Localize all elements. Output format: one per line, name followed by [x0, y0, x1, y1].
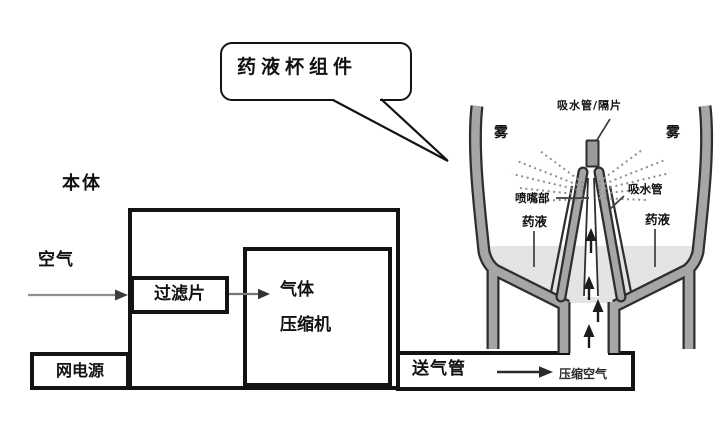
filter-label: 过滤片	[154, 284, 205, 304]
air-inlet-arrow-icon	[28, 289, 128, 301]
power-box: 网电源	[30, 352, 130, 390]
mist-left-label: 雾	[494, 125, 508, 141]
suction-tube-lines	[549, 185, 633, 293]
air-label: 空气	[38, 250, 74, 270]
main-unit-title: 本体	[62, 173, 102, 194]
callout-tail	[332, 96, 449, 162]
suction-tube-label: 吸水管	[628, 182, 663, 196]
mist-right-label: 雾	[666, 125, 680, 141]
cup-walls-fill	[471, 105, 711, 353]
filter-box: 过滤片	[130, 276, 229, 314]
upward-airflow-arrows	[583, 228, 604, 348]
nozzle-inner-walls	[583, 177, 599, 297]
compressed-air-label: 压缩空气	[559, 367, 608, 381]
callout-bubble	[220, 42, 412, 101]
air-supply-tube-label: 送气管	[412, 359, 466, 379]
compressor-label-line2: 压缩机	[280, 315, 331, 335]
medicine-liquid-area	[483, 246, 699, 303]
callout-label: 药液杯组件	[237, 56, 358, 78]
liquid-right-label: 药液	[645, 212, 671, 227]
power-label: 网电源	[55, 361, 104, 380]
baffle-label: 吸水管/隔片	[557, 99, 623, 112]
nozzle-inner-channel	[583, 177, 599, 297]
air-supply-tube-box: 送气管 压缩空气	[396, 351, 635, 391]
compressor-label-line1: 气体	[280, 280, 314, 300]
baffle-piece	[585, 139, 600, 168]
nozzle-cone-fill	[557, 168, 625, 301]
compressor-box: 气体 压缩机	[243, 247, 392, 387]
nozzle-label: 喷嘴部	[515, 191, 550, 205]
nozzle-cone-outline	[555, 166, 627, 303]
medicine-cup-drawing	[468, 105, 714, 357]
cup-walls-outline	[468, 105, 714, 353]
liquid-left-label: 药液	[522, 214, 548, 229]
